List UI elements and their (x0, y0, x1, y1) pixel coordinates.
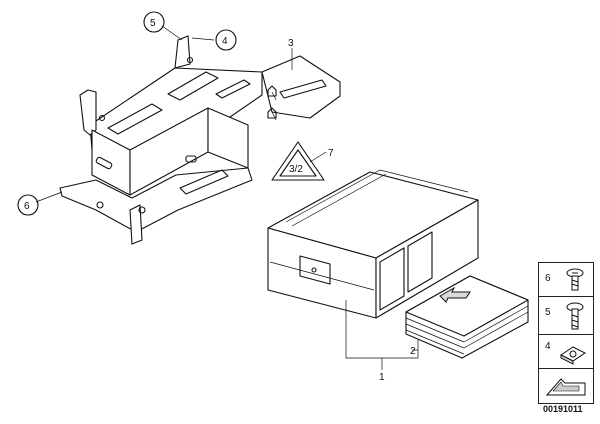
screw-icon (566, 268, 584, 291)
callout-leaders (35, 25, 419, 370)
callout-7: 7 (328, 148, 334, 159)
mounting-bracket (59, 35, 341, 245)
cd-changer-unit (267, 169, 479, 319)
legend-item-bolt: 5 (539, 297, 593, 335)
callout-3: 3 (288, 38, 294, 49)
legend-number: 4 (545, 341, 551, 352)
legend-number: 5 (545, 307, 551, 318)
callout-2: 2 (410, 346, 416, 357)
arrow-icon (545, 378, 586, 396)
triangle-label: 3/2 (289, 164, 303, 175)
legend-item-clip-nut: 4 (539, 335, 593, 369)
callout-1: 1 (379, 372, 385, 383)
clip-nut-icon (560, 346, 586, 365)
hardware-legend: 6 5 4 (538, 262, 594, 404)
callout-5: 5 (143, 11, 165, 33)
svg-text:6: 6 (24, 201, 30, 212)
cd-magazine (405, 275, 529, 359)
legend-item-arrow (539, 369, 593, 403)
legend-number: 6 (545, 273, 551, 284)
warning-triangle: 3/2 (271, 141, 325, 181)
legend-item-screw: 6 (539, 263, 593, 297)
svg-text:4: 4 (222, 36, 228, 47)
callout-6: 6 (17, 194, 39, 216)
diagram-id: 00191011 (543, 404, 583, 414)
bolt-icon (566, 302, 584, 330)
bracket-hardware (267, 85, 277, 119)
svg-text:5: 5 (150, 18, 156, 29)
callout-4: 4 (215, 29, 237, 51)
